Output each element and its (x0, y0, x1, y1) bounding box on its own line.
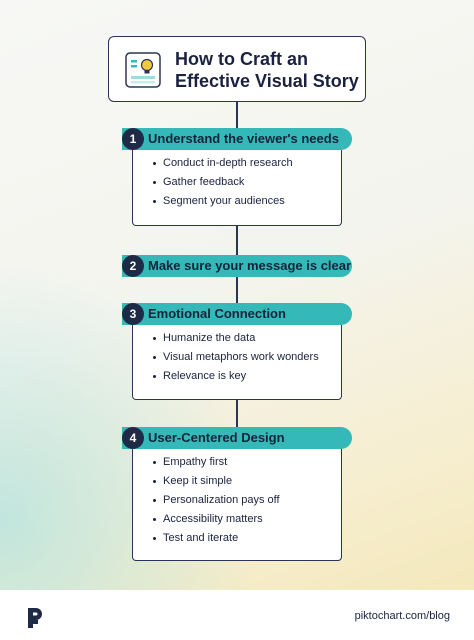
list-item: Segment your audiences (153, 192, 341, 211)
list-item: Relevance is key (153, 367, 341, 386)
step-3-card: Humanize the data Visual metaphors work … (132, 325, 342, 400)
piktochart-logo-icon[interactable] (26, 606, 44, 630)
connector-line (236, 400, 238, 428)
list-item: Accessibility matters (153, 510, 341, 529)
step-4-number: 4 (122, 427, 144, 449)
step-4-card: Empathy first Keep it simple Personaliza… (132, 449, 342, 561)
list-item: Empathy first (153, 453, 341, 472)
list-item: Humanize the data (153, 329, 341, 348)
footer-link[interactable]: piktochart.com/blog (354, 610, 450, 622)
step-2-number: 2 (122, 255, 144, 277)
connector-line (236, 276, 238, 304)
footer (0, 590, 474, 640)
step-3-number: 3 (122, 303, 144, 325)
step-2-heading: Make sure your message is clear (122, 255, 352, 277)
step-4-heading: User-Centered Design (122, 427, 352, 449)
lightbulb-card-icon (125, 52, 161, 88)
list-item: Personalization pays off (153, 491, 341, 510)
list-item: Test and iterate (153, 529, 341, 548)
step-1-card: Conduct in-depth research Gather feedbac… (132, 150, 342, 226)
step-1-number: 1 (122, 128, 144, 150)
list-item: Gather feedback (153, 173, 341, 192)
step-3-heading: Emotional Connection (122, 303, 352, 325)
step-1-heading: Understand the viewer's needs (122, 128, 352, 150)
page-title: How to Craft an Effective Visual Story (175, 49, 359, 91)
title-card: How to Craft an Effective Visual Story (108, 36, 366, 102)
connector-line (236, 226, 238, 256)
list-item: Visual metaphors work wonders (153, 348, 341, 367)
list-item: Keep it simple (153, 472, 341, 491)
list-item: Conduct in-depth research (153, 154, 341, 173)
connector-line (236, 102, 238, 128)
